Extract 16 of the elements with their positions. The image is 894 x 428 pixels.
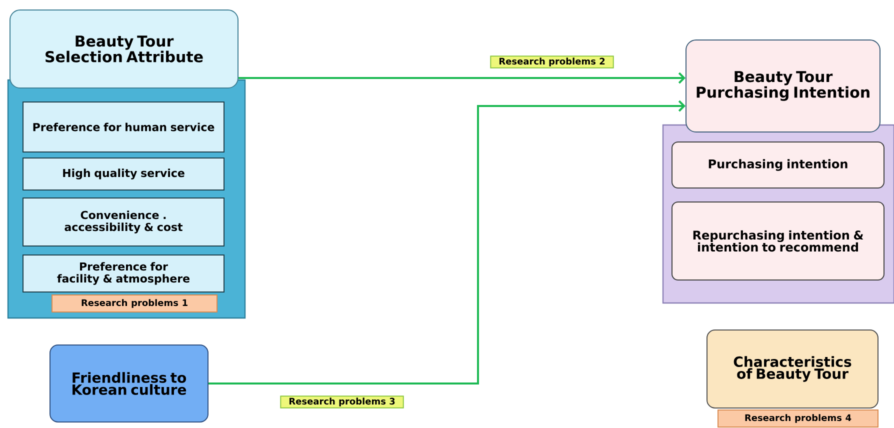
attribute-box: High quality service: [22, 158, 224, 190]
intention-box: Repurchasing intention & intention to recommend: [672, 202, 884, 280]
heading-box: Beauty Tour Purchasing Intention: [686, 40, 880, 132]
factor-box: Friendliness to Korean culture: [50, 344, 208, 422]
arrow: [208, 100, 686, 384]
heading-box: Beauty Tour Selection Attribute: [10, 10, 238, 88]
attribute-box: Convenience . accessibility & cost: [22, 198, 224, 246]
research-tag: Research problems 4: [718, 410, 878, 428]
attribute-box: Preference for facility & atmosphere: [22, 254, 224, 292]
attribute-box: Preference for human service: [22, 102, 224, 152]
arrow: [238, 72, 686, 84]
edge-label: Research problems 2: [490, 56, 614, 68]
edge-label: Research problems 3: [280, 396, 404, 408]
factor-box: Characteristics of Beauty Tour: [706, 330, 878, 408]
research-tag: Research problems 1: [52, 294, 218, 312]
intention-box: Purchasing intention: [672, 142, 884, 188]
